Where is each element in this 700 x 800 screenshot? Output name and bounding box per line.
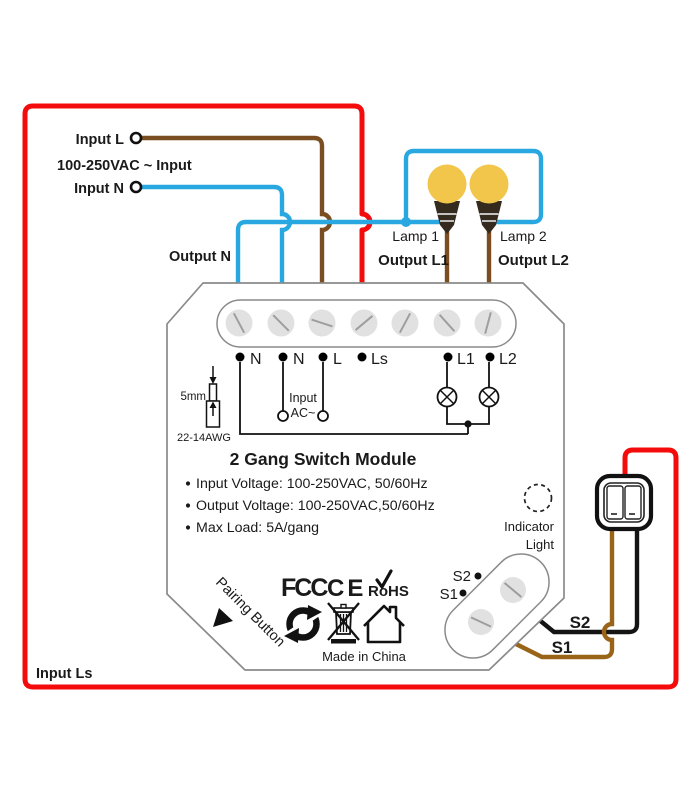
input-l-terminal [129, 131, 143, 145]
rohs-check-icon [375, 569, 393, 589]
lamp-symbol-1 [436, 386, 458, 408]
spec-max-load: Max Load: 5A/gang [196, 520, 319, 536]
output-n-label: Output N [169, 249, 231, 265]
lamp-1-icon [427, 164, 467, 234]
module-body [166, 282, 565, 671]
screw-terminal [433, 309, 461, 337]
ac-input-label: 100-250VAC ~ Input [57, 158, 192, 174]
made-in-label: Made in China [322, 649, 407, 664]
ac-label-line2: AC~ [291, 406, 316, 420]
terminal-label-n2: N [293, 351, 305, 368]
ac-label-line1: Input [289, 391, 317, 405]
indicator-light-icon [523, 483, 553, 513]
rohs-logo: RoHS [368, 583, 409, 600]
house-icon [363, 604, 405, 644]
s2-wire [530, 529, 640, 635]
junction-dot [464, 420, 472, 428]
ac-l-open-terminal [317, 410, 329, 422]
bulb-base [434, 201, 460, 225]
spec-bullets [185, 481, 191, 530]
screw-terminals [225, 309, 502, 337]
switch-rocker-2 [624, 485, 642, 520]
pcb-s1-label: S1 [440, 586, 458, 603]
terminal-dot [278, 352, 288, 362]
screw-terminal [350, 309, 378, 337]
spec-input-voltage: Input Voltage: 100-250VAC, 50/60Hz [196, 476, 428, 492]
strip-length-label: 5mm [180, 391, 206, 403]
screw-terminal [308, 309, 336, 337]
screw-terminal [267, 309, 295, 337]
terminal-label-l1: L1 [457, 351, 475, 368]
terminal-dot [357, 352, 367, 362]
terminal-labels: N N L Ls L1 L2 [235, 351, 517, 368]
strip-gauge-icon [205, 366, 221, 428]
input-n-label: Input N [74, 181, 124, 197]
terminal-dot [235, 352, 245, 362]
terminal-label-ls: Ls [371, 351, 388, 368]
neutral-schematic-line [239, 362, 468, 435]
output-n-wire [235, 219, 445, 284]
pcb-s2-dot [474, 572, 482, 580]
indicator-label-line1: Indicator [504, 519, 555, 534]
terminal-dot [485, 352, 495, 362]
pill-screw [500, 577, 526, 603]
bulb-globe [469, 164, 509, 204]
ce-logo: CE [327, 575, 366, 602]
s2-wire-label: S2 [570, 613, 591, 632]
wires [22, 103, 679, 690]
terminal-dot [318, 352, 328, 362]
terminal-dot [443, 352, 453, 362]
screw-terminal [225, 309, 253, 337]
wire-junction-dot [401, 217, 411, 227]
lamp-neutral-loop-wire [403, 148, 544, 225]
terminal-label-l2: L2 [499, 351, 517, 368]
input-l-wire [141, 135, 333, 284]
lamp-symbol-1-x [439, 389, 455, 405]
ac-n-open-terminal [277, 410, 289, 422]
lamp2-label: Lamp 2 [500, 228, 547, 244]
indicator-label-line2: Light [526, 537, 555, 552]
pill-screw [468, 609, 494, 635]
input-ls-label: Input Ls [36, 666, 92, 682]
wire-gauge-label: 22-14AWG [177, 432, 231, 444]
spec-output-voltage: Output Voltage: 100-250VAC,50/60Hz [196, 498, 435, 514]
screw-terminal [391, 309, 419, 337]
terminal-label-n1: N [250, 351, 262, 368]
switch-rocker-1 [606, 485, 624, 520]
bulb-tip [440, 225, 454, 234]
input-ls-wire [22, 103, 679, 690]
bulb-base [476, 201, 502, 225]
terminal-label-l: L [333, 351, 342, 368]
lamp-symbol-2 [478, 386, 500, 408]
s1-wire-label: S1 [552, 638, 573, 657]
input-n-terminal [129, 180, 143, 194]
switch-terminal-pill [444, 553, 550, 659]
internal-schematic [239, 362, 500, 435]
screw-terminal [474, 309, 502, 337]
lamp-2-icon [469, 164, 509, 234]
output-l1-label: Output L1 [378, 252, 449, 269]
pairing-triangle-icon [213, 608, 233, 627]
weee-bin-icon [327, 602, 360, 644]
s1-wire [507, 529, 615, 660]
wall-switch-icon [594, 473, 654, 532]
bulb-tip [482, 225, 496, 234]
bulb-globe [427, 164, 467, 204]
lamp1-label: Lamp 1 [392, 228, 439, 244]
lamp-symbol-2-x [481, 389, 497, 405]
input-n-wire [141, 184, 293, 284]
module-title: 2 Gang Switch Module [230, 449, 417, 469]
input-l-label: Input L [76, 132, 124, 148]
pcb-s1-dot [459, 589, 467, 597]
output-l2-label: Output L2 [498, 252, 569, 269]
pcb-s2-label: S2 [453, 568, 471, 585]
fcc-logo: FCC [281, 574, 328, 602]
recycle-icon [282, 605, 324, 643]
